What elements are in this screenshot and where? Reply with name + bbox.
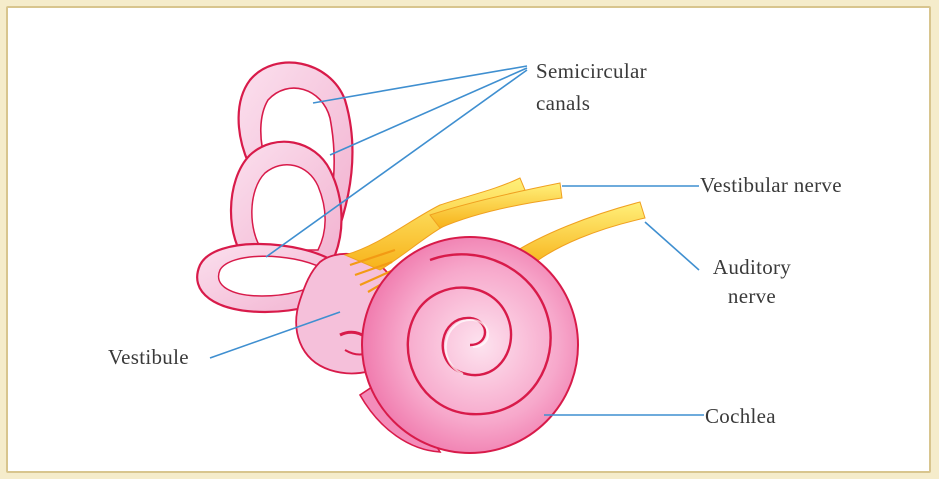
label-auditory-nerve-line1: Auditory — [704, 254, 800, 280]
leader-canal-superior — [313, 66, 527, 103]
label-semicircular-canals-line2: canals — [536, 90, 590, 116]
leader-auditory-nerve — [645, 222, 699, 270]
label-vestibular-nerve: Vestibular nerve — [700, 172, 842, 198]
label-auditory-nerve-line2: nerve — [704, 283, 800, 309]
label-cochlea: Cochlea — [705, 403, 776, 429]
label-semicircular-canals-line1: Semicircular — [536, 58, 647, 84]
label-vestibule: Vestibule — [108, 344, 189, 370]
leader-canal-posterior — [330, 68, 527, 155]
cochlea-shape — [360, 237, 578, 453]
